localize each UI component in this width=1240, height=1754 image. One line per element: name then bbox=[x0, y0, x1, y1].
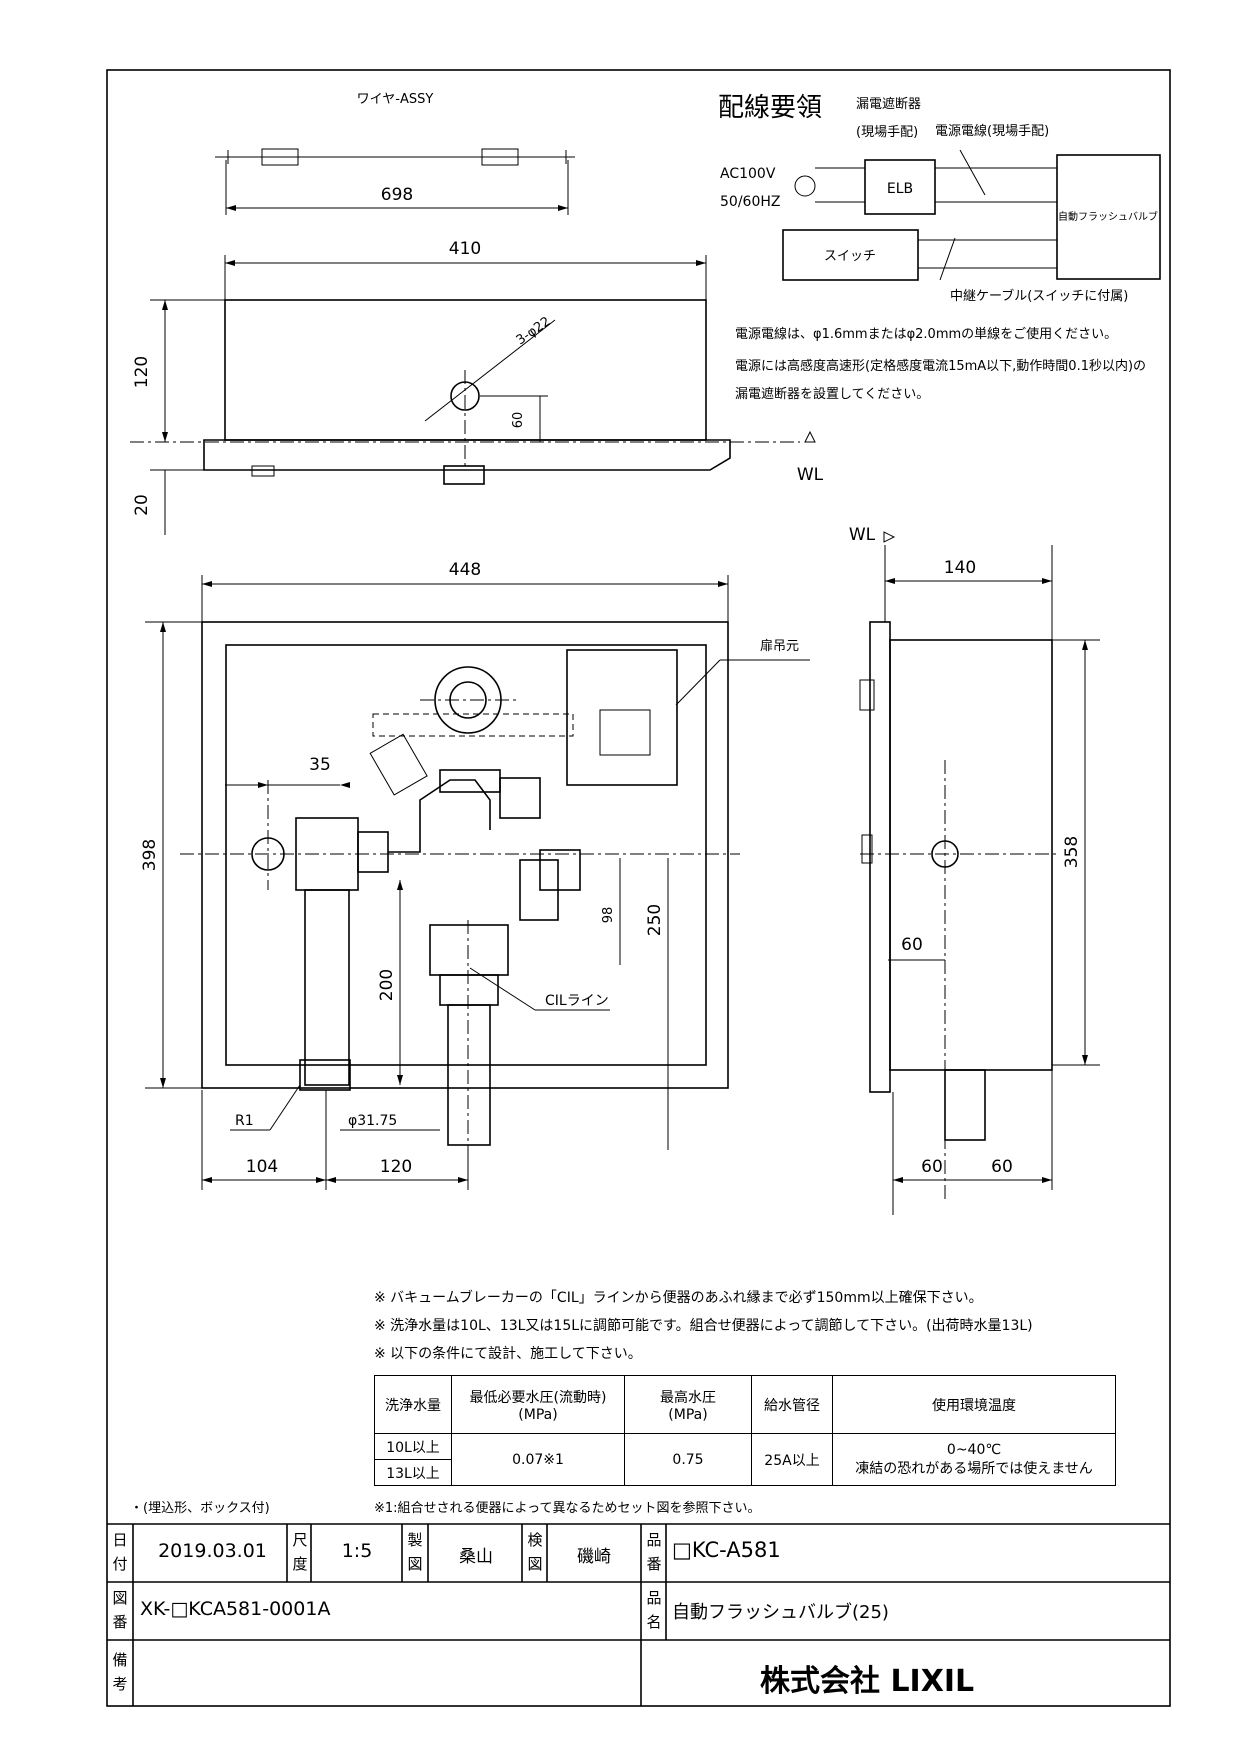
date-label: 日付 bbox=[112, 1531, 128, 1573]
wiring-note-2: 電源には高感度高速形(定格感度電流15mA以下,動作時間0.1秒以内)の bbox=[735, 358, 1146, 374]
scale-value: 1:5 bbox=[341, 1540, 373, 1562]
type-note: ・(埋込形、ボックス付) bbox=[130, 1501, 270, 1516]
th-max-pressure: 最高水圧 (MPa) bbox=[624, 1375, 752, 1434]
height-120-dim: 120 bbox=[132, 356, 152, 388]
wire-length-dim: 698 bbox=[381, 185, 413, 205]
switch-box-label: スイッチ bbox=[824, 249, 876, 264]
product-name-value: 自動フラッシュバルブ(25) bbox=[672, 1602, 889, 1623]
cil-line-label: CILライン bbox=[545, 993, 609, 1009]
wire-assy-view: ワイヤ-ASSY 698 bbox=[215, 92, 575, 215]
checked-by: 磯崎 bbox=[577, 1547, 611, 1567]
scale-label: 尺度 bbox=[292, 1531, 308, 1573]
max-pressure-value: 0.75 bbox=[624, 1433, 752, 1486]
relay-cable-label: 中継ケーブル(スイッチに付属) bbox=[950, 288, 1128, 304]
wiring-title: 配線要領 bbox=[718, 93, 822, 123]
check-label: 検図 bbox=[527, 1531, 543, 1573]
dim-35: 35 bbox=[309, 755, 331, 775]
valve-box-label: 自動フラッシュバルブ bbox=[1058, 210, 1158, 223]
side-358-dim: 358 bbox=[1062, 836, 1082, 868]
vol-13l: 13L以上 bbox=[374, 1459, 452, 1486]
wiring-diagram: 配線要領 漏電遮断器 (現場手配) 電源電線(現場手配) AC100V 50/6… bbox=[718, 93, 1161, 402]
part-no-value: □KC-A581 bbox=[672, 1538, 781, 1562]
temperature-warning: 凍結の恐れがある場所では使えません bbox=[855, 1460, 1093, 1477]
wl-mark-top: WL bbox=[797, 465, 824, 485]
hinge-label: 扉吊元 bbox=[760, 638, 799, 654]
vol-10l: 10L以上 bbox=[374, 1433, 452, 1460]
front-view: 448 398 35 扉吊元 bbox=[140, 560, 810, 1190]
wiring-note-1: 電源電線は、φ1.6mmまたはφ2.0mmの単線をご使用ください。 bbox=[735, 326, 1117, 342]
ac-voltage: AC100V bbox=[720, 166, 776, 182]
wiring-note-3: 漏電遮断器を設置してください。 bbox=[735, 386, 929, 402]
side-60b-dim: 60 bbox=[921, 1157, 943, 1177]
product-name-label: 品名 bbox=[646, 1589, 662, 1631]
date-value: 2019.03.01 bbox=[158, 1540, 267, 1562]
dim-98: 98 bbox=[601, 907, 616, 924]
table-footnote: ※1:組合せされる便器によって異なるためセット図を参照下さい。 bbox=[374, 1500, 761, 1516]
note-3: ※ 以下の条件にて設計、施工して下さい。 bbox=[374, 1345, 642, 1362]
title-block-frame bbox=[107, 1523, 1170, 1706]
th-flush-volume: 洗浄水量 bbox=[374, 1375, 452, 1434]
notes-block: ※ バキュームブレーカーの「CIL」ラインから便器のあふれ縁まで必ず150mm以… bbox=[130, 1289, 1033, 1516]
pipe-size-value: 25A以上 bbox=[751, 1433, 833, 1486]
dim-104: 104 bbox=[246, 1157, 278, 1177]
note-2: ※ 洗浄水量は10L、13L又は15Lに調節可能です。組合せ便器によって調節して… bbox=[374, 1317, 1033, 1334]
remarks-label: 備考 bbox=[112, 1651, 128, 1693]
dia-31-75-label: φ31.75 bbox=[348, 1113, 397, 1129]
breaker-note: (現場手配) bbox=[856, 125, 918, 140]
side-60c-dim: 60 bbox=[991, 1157, 1013, 1177]
min-pressure-value: 0.07※1 bbox=[451, 1433, 625, 1486]
side-view: WL 140 358 60 60 60 bbox=[849, 525, 1100, 1215]
dim-200: 200 bbox=[377, 969, 397, 1001]
company-logo-text: 株式会社 LIXIL bbox=[760, 1664, 975, 1699]
part-no-label: 品番 bbox=[646, 1531, 662, 1573]
top-view: 410 3-φ22 120 20 60 WL bbox=[130, 239, 824, 535]
temperature-range: 0~40℃ bbox=[946, 1441, 1002, 1458]
height-398-dim: 398 bbox=[140, 839, 160, 871]
r1-label: R1 bbox=[235, 1113, 254, 1129]
height-60-dim: 60 bbox=[511, 412, 526, 429]
drawn-label: 製図 bbox=[407, 1531, 423, 1573]
note-1: ※ バキュームブレーカーの「CIL」ラインから便器のあふれ縁まで必ず150mm以… bbox=[374, 1289, 983, 1306]
side-60a-dim: 60 bbox=[901, 935, 923, 955]
elb-box: ELB bbox=[887, 181, 913, 197]
power-wire-label: 電源電線(現場手配) bbox=[935, 123, 1049, 139]
th-pipe-size: 給水管径 bbox=[751, 1375, 833, 1434]
width-448-dim: 448 bbox=[449, 560, 481, 580]
width-410-dim: 410 bbox=[449, 239, 481, 259]
dim-120b: 120 bbox=[380, 1157, 412, 1177]
temperature-value: 0~40℃ 凍結の恐れがある場所では使えません bbox=[832, 1433, 1116, 1486]
drawing-no-label: 図番 bbox=[112, 1589, 128, 1631]
dim-250: 250 bbox=[645, 904, 665, 936]
side-140-dim: 140 bbox=[944, 558, 976, 578]
wl-mark-side: WL bbox=[849, 525, 876, 545]
sheet-frame bbox=[106, 69, 1171, 1707]
drawing-no-value: XK-□KCA581-0001A bbox=[140, 1598, 331, 1620]
th-min-pressure: 最低必要水圧(流動時) (MPa) bbox=[451, 1375, 625, 1434]
wire-assy-label: ワイヤ-ASSY bbox=[357, 92, 434, 107]
spec-table: 洗浄水量 最低必要水圧(流動時) (MPa) 最高水圧 (MPa) 給水管径 使… bbox=[374, 1375, 1116, 1486]
th-temperature: 使用環境温度 bbox=[832, 1375, 1116, 1434]
height-20-dim: 20 bbox=[132, 494, 152, 516]
hole-dim-label: 3-φ22 bbox=[514, 314, 554, 348]
breaker-label: 漏電遮断器 bbox=[856, 96, 921, 112]
ac-frequency: 50/60HZ bbox=[720, 194, 780, 210]
drawn-by: 桑山 bbox=[459, 1547, 493, 1567]
